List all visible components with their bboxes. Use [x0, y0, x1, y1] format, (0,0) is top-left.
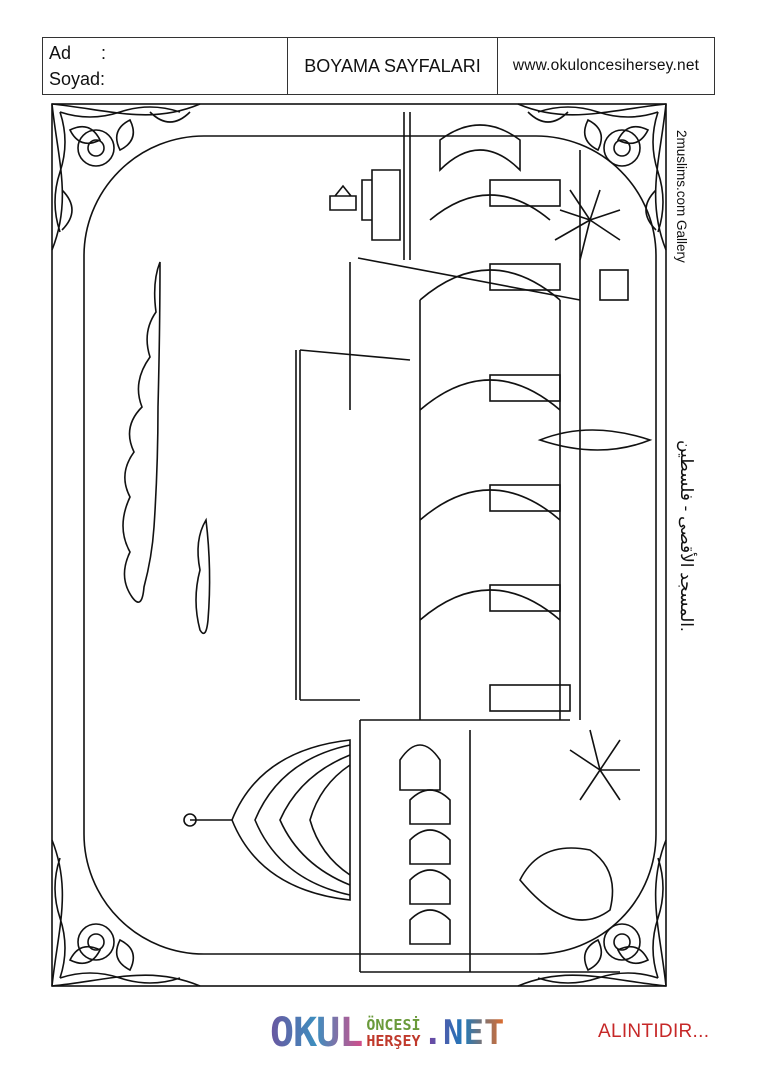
mosque-dome	[231, 739, 351, 901]
tree-palm-top	[554, 189, 629, 301]
name-label: Ad :	[49, 43, 107, 63]
site-logo: OKUL ÖNCESİ HERŞEY .NET	[270, 1010, 504, 1056]
image-credit: 2muslims.com Gallery	[674, 130, 689, 263]
cloud-large	[122, 261, 161, 603]
tree-cypress	[537, 429, 653, 451]
cloud-small	[195, 517, 211, 635]
ornament-bottom-left	[51, 839, 201, 987]
inner-frame	[83, 135, 657, 955]
logo-oncesi-text: ÖNCESİ	[366, 1016, 421, 1034]
logo-stack: ÖNCESİ HERŞEY	[366, 1017, 420, 1049]
logo-net-text: .NET	[422, 1013, 505, 1053]
page-title: BOYAMA SAYFALARI	[288, 38, 498, 94]
surname-label: Soyad:	[49, 69, 106, 89]
mosque-building	[183, 112, 581, 972]
ornament-top-right	[517, 103, 667, 251]
name-fields-cell: Ad : Soyad:	[43, 38, 288, 94]
source-note: ALINTIDIR...	[598, 1021, 710, 1042]
website-text: www.okuloncesihersey.net	[512, 57, 700, 74]
ornament-bottom-right	[517, 839, 667, 987]
ornament-top-left	[51, 103, 201, 251]
tree-palm-bottom	[519, 729, 640, 921]
outer-frame	[51, 103, 667, 987]
arabic-caption: المسجد الأقصى - فلسطين.	[677, 440, 696, 632]
logo-hersey-text: HERŞEY	[366, 1032, 421, 1050]
logo-okul-text: OKUL	[270, 1010, 363, 1056]
name-header-table: Ad : Soyad: BOYAMA SAYFALARI www.okulonc…	[42, 37, 715, 95]
